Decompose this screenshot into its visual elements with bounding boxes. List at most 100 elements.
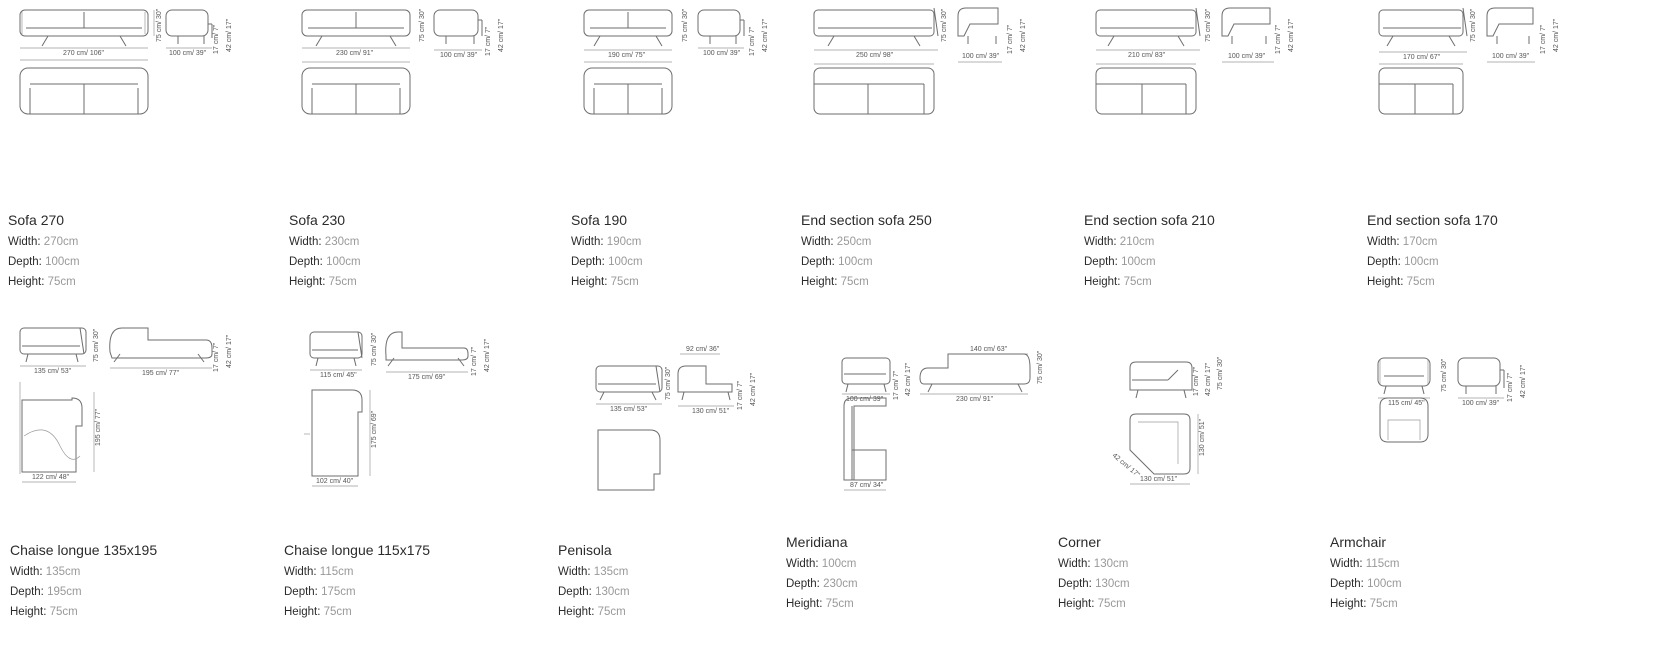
spec-value: 135cm xyxy=(45,566,81,578)
dim-height: 75 cm/ 30" xyxy=(419,8,426,42)
dim-leg: 17 cm/ 7" xyxy=(1193,366,1200,396)
sofa-270-drawing: 75 cm/ 30" 270 cm/ 106" 100 cm/ 39" 17 c… xyxy=(19,8,233,115)
dim-height: 75 cm/ 30" xyxy=(1441,358,1448,392)
dim-seat: 42 cm/ 17" xyxy=(1020,18,1027,52)
dim-seat-width: 87 cm/ 34" xyxy=(850,482,884,489)
dim-width: 130 cm/ 51" xyxy=(1140,476,1178,483)
dim-height: 75 cm/ 30" xyxy=(1037,350,1044,384)
penisola-drawing: 92 cm/ 36" 135 cm/ 53" 75 cm/ 30" 130 cm… xyxy=(595,346,757,491)
spec-label: Depth: xyxy=(801,256,835,268)
spec-label: Height: xyxy=(1058,598,1095,610)
dim-seat-width: 102 cm/ 40" xyxy=(316,478,354,485)
spec-value: 230cm xyxy=(324,236,360,248)
spec-value: 100cm xyxy=(838,256,873,268)
dim-width: 115 cm/ 45" xyxy=(320,372,357,379)
dim-width: 190 cm/ 75" xyxy=(608,52,646,59)
spec-label: Width: xyxy=(284,566,317,578)
spec-value: 75cm xyxy=(1123,276,1152,288)
dim-seat: 42 cm/ 17" xyxy=(498,18,505,52)
spec-width: Width: 100cm xyxy=(786,558,856,570)
spec-width: Width: 115cm xyxy=(284,566,353,578)
spec-label: Width: xyxy=(1330,558,1363,570)
dim-height: 75 cm/ 30" xyxy=(371,332,378,366)
spec-value: 75cm xyxy=(597,606,626,618)
dim-depth: 100 cm/ 39" xyxy=(1462,400,1500,407)
spec-label: Depth: xyxy=(571,256,605,268)
spec-value: 100cm xyxy=(821,558,857,570)
product-name: End section sofa 210 xyxy=(1084,212,1215,228)
dim-depth: 100 cm/ 39" xyxy=(962,53,1000,60)
spec-label: Width: xyxy=(801,236,834,248)
spec-value: 75cm xyxy=(610,276,639,288)
dim-depth: 130 cm/ 51" xyxy=(1199,418,1206,456)
spec-width: Width: 115cm xyxy=(1330,558,1399,570)
dim-leg: 17 cm/ 7" xyxy=(749,26,756,56)
spec-depth: Depth: 195cm xyxy=(10,586,82,598)
product-name: End section sofa 250 xyxy=(801,212,932,228)
spec-height: Height: 75cm xyxy=(1084,276,1152,288)
spec-label: Depth: xyxy=(786,578,820,590)
sofa-230-drawing: 230 cm/ 91" 75 cm/ 30" 100 cm/ 39" 17 cm… xyxy=(301,8,505,115)
spec-depth: Depth: 100cm xyxy=(8,256,80,268)
spec-label: Depth: xyxy=(1084,256,1118,268)
spec-label: Width: xyxy=(289,236,322,248)
spec-label: Width: xyxy=(1367,236,1400,248)
spec-label: Height: xyxy=(8,276,45,288)
spec-label: Width: xyxy=(558,566,591,578)
spec-value: 100cm xyxy=(45,256,80,268)
spec-label: Width: xyxy=(571,236,604,248)
dim-height: 75 cm/ 30" xyxy=(156,8,163,42)
spec-width: Width: 135cm xyxy=(10,566,80,578)
dim-top: 92 cm/ 36" xyxy=(686,346,720,353)
dim-seat: 42 cm/ 17" xyxy=(1553,18,1560,52)
spec-height: Height: 75cm xyxy=(1330,598,1398,610)
dim-depth: 100 cm/ 39" xyxy=(1228,53,1266,60)
dim-width: 135 cm/ 53" xyxy=(610,406,648,413)
spec-label: Depth: xyxy=(1058,578,1092,590)
spec-depth: Depth: 100cm xyxy=(801,256,873,268)
spec-value: 210cm xyxy=(1119,236,1155,248)
dim-width: 135 cm/ 53" xyxy=(34,368,72,375)
spec-value: 130cm xyxy=(1093,558,1129,570)
spec-value: 170cm xyxy=(1402,236,1438,248)
spec-width: Width: 190cm xyxy=(571,236,641,248)
end-section-sofa-170-drawing: 170 cm/ 67" 75 cm/ 30" 100 cm/ 39" 17 cm… xyxy=(1378,7,1560,115)
spec-value: 115cm xyxy=(1365,558,1400,570)
spec-value: 130cm xyxy=(595,586,630,598)
spec-label: Width: xyxy=(8,236,41,248)
spec-height: Height: 75cm xyxy=(558,606,626,618)
spec-label: Height: xyxy=(284,606,321,618)
armchair-drawing: 115 cm/ 45" 75 cm/ 30" 100 cm/ 39" 17 cm… xyxy=(1377,357,1527,443)
spec-value: 115cm xyxy=(319,566,354,578)
chaise-longue-135x195-drawing: 135 cm/ 53" 75 cm/ 30" 195 cm/ 77" 17 cm… xyxy=(19,327,233,483)
dim-leg: 17 cm/ 7" xyxy=(485,26,492,56)
dim-seat: 42 cm/ 17" xyxy=(750,372,757,406)
dim-height: 75 cm/ 30" xyxy=(93,328,100,362)
dim-seat-width: 122 cm/ 48" xyxy=(32,474,70,481)
spec-value: 100cm xyxy=(1404,256,1439,268)
spec-height: Height: 75cm xyxy=(8,276,76,288)
spec-label: Depth: xyxy=(558,586,592,598)
dim-height: 75 cm/ 30" xyxy=(1205,8,1212,42)
dim-leg: 17 cm/ 7" xyxy=(213,24,220,54)
spec-height: Height: 75cm xyxy=(1058,598,1126,610)
spec-label: Height: xyxy=(1330,598,1367,610)
spec-label: Depth: xyxy=(289,256,323,268)
product-name: Chaise longue 135x195 xyxy=(10,542,158,558)
dim-depth: 230 cm/ 91" xyxy=(956,396,994,403)
spec-height: Height: 75cm xyxy=(571,276,639,288)
spec-value: 135cm xyxy=(593,566,629,578)
spec-depth: Depth: 100cm xyxy=(571,256,643,268)
product-name: Chaise longue 115x175 xyxy=(284,542,431,558)
spec-value: 75cm xyxy=(323,606,352,618)
product-name: Sofa 230 xyxy=(289,212,346,228)
spec-label: Depth: xyxy=(1367,256,1401,268)
dim-width: 230 cm/ 91" xyxy=(336,50,374,57)
dim-seat: 42 cm/ 17" xyxy=(1205,362,1212,396)
spec-label: Height: xyxy=(289,276,326,288)
spec-value: 75cm xyxy=(49,606,78,618)
spec-label: Height: xyxy=(1084,276,1121,288)
spec-height: Height: 75cm xyxy=(10,606,78,618)
spec-value: 75cm xyxy=(1406,276,1435,288)
spec-value: 100cm xyxy=(326,256,361,268)
